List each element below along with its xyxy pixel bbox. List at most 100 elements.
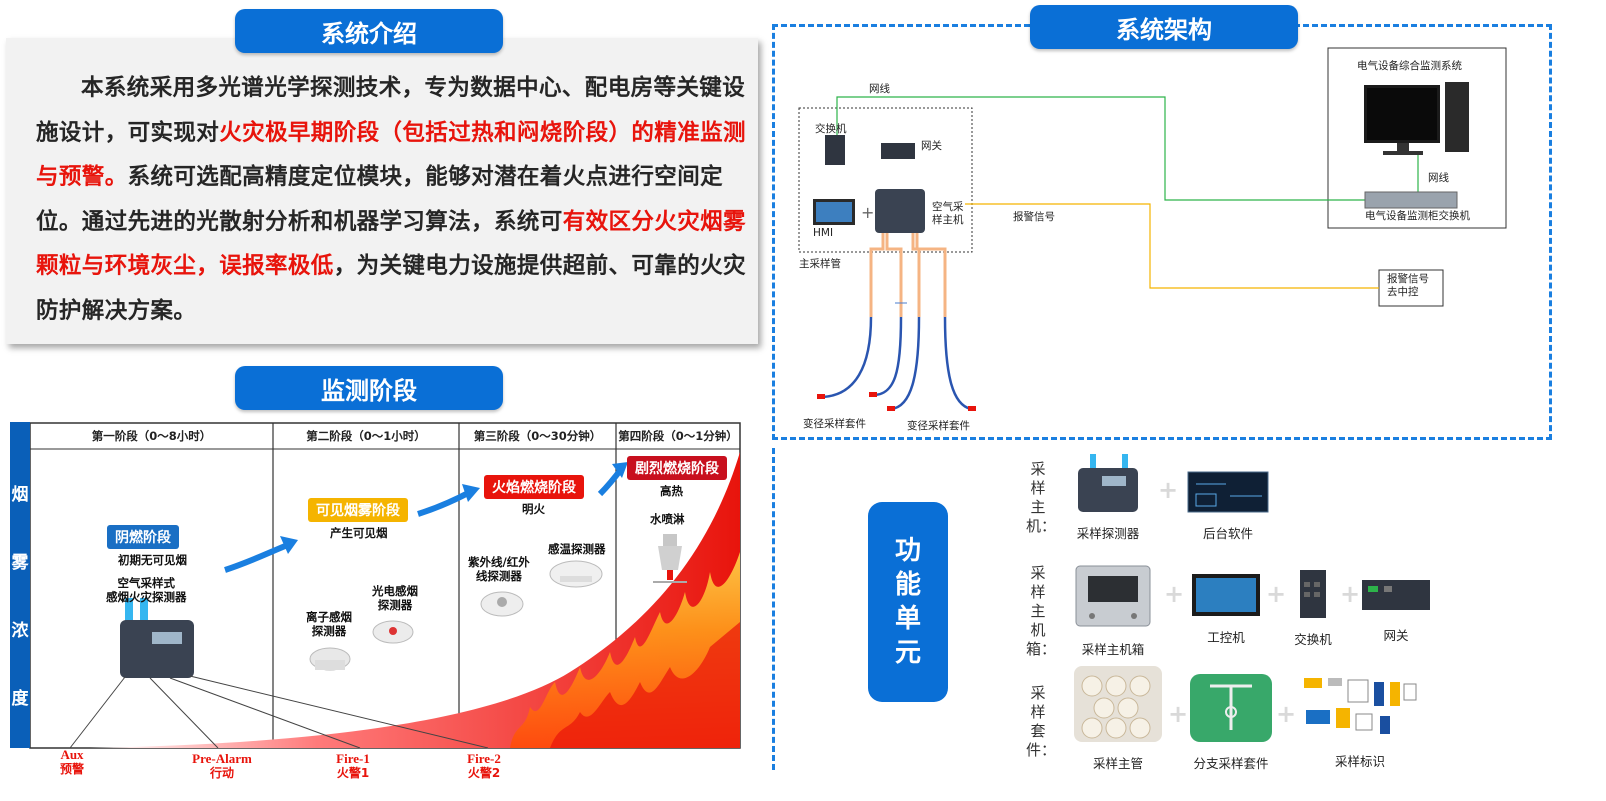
alarm-center-box [1378, 269, 1444, 307]
stage-note: 初期无可见烟 [118, 553, 187, 567]
plus-icon: + [1158, 476, 1179, 504]
alarm-en: Aux [60, 747, 84, 762]
architecture-graphics: + [798, 47, 1507, 411]
architecture-frame: + 网线 交换机 网关 HMI 空气采 样主机 报警信号 主采样管 电气设备综合… [772, 24, 1552, 440]
units-label-char: 能 [894, 570, 921, 600]
label-kit1: 变径采样套件 [803, 418, 866, 430]
industrial-pc-image [1192, 574, 1260, 616]
plus-icon: + [1164, 580, 1185, 608]
intro-sentence: ，为关键电力设施提供超前、可靠的火灾防护解决方案。 [36, 253, 746, 324]
stage-note: 产生可见烟 [330, 526, 388, 540]
y-axis-char: 浓 [11, 621, 29, 641]
plus-icon: + [1266, 580, 1287, 608]
sampling-detector-image [1078, 454, 1138, 512]
y-axis-band [10, 422, 30, 748]
phase-header: 第四阶段（0～1分钟） [618, 429, 738, 443]
trend-arrow [224, 541, 292, 573]
unit-caption: 后台软件 [1202, 526, 1253, 541]
stage-tag-visible-smoke: 可见烟雾阶段 [308, 498, 408, 522]
unit-branch-kit: 分支采样套件 [1188, 672, 1274, 772]
device-label: 水喷淋 [650, 512, 685, 526]
unit-gateway: 网关 [1360, 572, 1432, 644]
label-hmi: HMI [813, 227, 834, 239]
row-label-char: 样 [1030, 583, 1046, 601]
cabinet-switch-device [1364, 191, 1458, 209]
device-label: 离子感烟 探测器 [306, 610, 352, 638]
unit-sampling-label: 采样标识 [1300, 674, 1420, 770]
label-main-pipe: 主采样管 [799, 258, 841, 270]
alarm-line [69, 676, 126, 749]
alarm-en: Fire-2 [467, 751, 501, 766]
sampling-pipe [869, 233, 885, 317]
row-label-host: 采 样 主 机： [1026, 460, 1056, 536]
sprinkler [653, 534, 687, 583]
label-switch: 交换机 [815, 123, 847, 135]
alarm-cn: 行动 [209, 766, 234, 780]
trend-arrow-head [462, 484, 480, 502]
y-axis-char: 烟 [11, 485, 29, 505]
label-net1: 网线 [869, 83, 890, 95]
gateway-device [881, 143, 915, 159]
row-label-char: 套 [1030, 722, 1046, 740]
label-monitor-system: 电气设备综合监测系统 [1357, 60, 1462, 72]
network-cable [836, 96, 1365, 201]
intro-panel: 本系统采用多光谱光学探测技术，专为数据中心、配电房等关键设施设计，可实现对火灾极… [6, 38, 758, 344]
air-sampling-detector [120, 598, 194, 678]
pc-tower [1445, 82, 1469, 152]
plus-icon: + [1276, 700, 1297, 728]
unit-switch: 交换机 [1290, 568, 1336, 648]
intro-title: 系统介绍 [235, 9, 503, 53]
device-label: 光电感烟 探测器 [372, 584, 418, 612]
photo-smoke-detector [372, 620, 414, 644]
stage-tag-flame: 火焰燃烧阶段 [484, 475, 584, 499]
row-label-char: 样 [1030, 479, 1046, 497]
host-box-image [1075, 565, 1151, 627]
device-label: 空气采样式 感烟火灾探测器 [106, 576, 187, 604]
intro-sentence: 本系统采用多光谱光学探测技术，专为数据中心、配电房等关键设施设计，可实现对 [36, 75, 746, 146]
unit-sampling-detector: 采样探测器 [1068, 452, 1148, 542]
plus-icon: + [1168, 700, 1189, 728]
label-gateway: 网关 [921, 140, 942, 152]
switch-image [1300, 570, 1326, 618]
ion-smoke-detector [309, 647, 351, 671]
row-label-char: 主 [1030, 602, 1046, 620]
uv-ir-detector [480, 591, 524, 617]
intro-text: 本系统采用多光谱光学探测技术，专为数据中心、配电房等关键设施设计，可实现对火灾极… [36, 66, 748, 333]
y-axis-char: 度 [11, 689, 29, 709]
svg-text:+: + [861, 203, 874, 222]
gateway-image [1362, 580, 1430, 610]
switch-device [825, 135, 845, 165]
alarm-cn: 火警2 [467, 766, 501, 780]
unit-industrial-pc: 工控机 [1190, 572, 1262, 646]
label-cabinet-switch: 电气设备监测柜交换机 [1365, 210, 1470, 222]
sampling-tube [890, 316, 921, 411]
row-label-char: 箱： [1026, 640, 1057, 658]
heat-detector [549, 560, 603, 588]
function-units-label: 功 能 单 元 [868, 502, 948, 702]
trend-arrow-head [612, 462, 628, 478]
tube-tip [887, 406, 895, 411]
units-label-char: 元 [894, 638, 921, 668]
unit-caption: 采样主机箱 [1081, 642, 1145, 657]
stage-note: 明火 [522, 502, 545, 516]
sampling-pipe [915, 233, 947, 317]
trend-arrow-head [280, 536, 298, 554]
unit-caption: 采样标识 [1334, 754, 1385, 769]
row-label-char: 机 [1030, 621, 1046, 639]
label-alarm-signal: 报警信号 [1013, 211, 1055, 223]
alarm-signal-line [965, 203, 1379, 289]
stage-note: 高热 [660, 484, 683, 498]
unit-caption: 网关 [1383, 628, 1409, 643]
branch-kit-image [1190, 674, 1272, 742]
alarm-en: Fire-1 [336, 751, 370, 766]
sampling-tube [943, 316, 972, 411]
sampling-tube [822, 316, 873, 399]
stage-chart: 烟 雾 浓 度 第一阶段（0～8小时） 第二阶段（0～1小时） 第三阶段（0～3… [10, 422, 742, 782]
architecture-title: 系统架构 [1030, 5, 1298, 49]
unit-caption: 分支采样套件 [1193, 756, 1269, 771]
unit-backend-software: 后台软件 [1186, 470, 1270, 542]
unit-caption: 采样探测器 [1076, 526, 1140, 541]
